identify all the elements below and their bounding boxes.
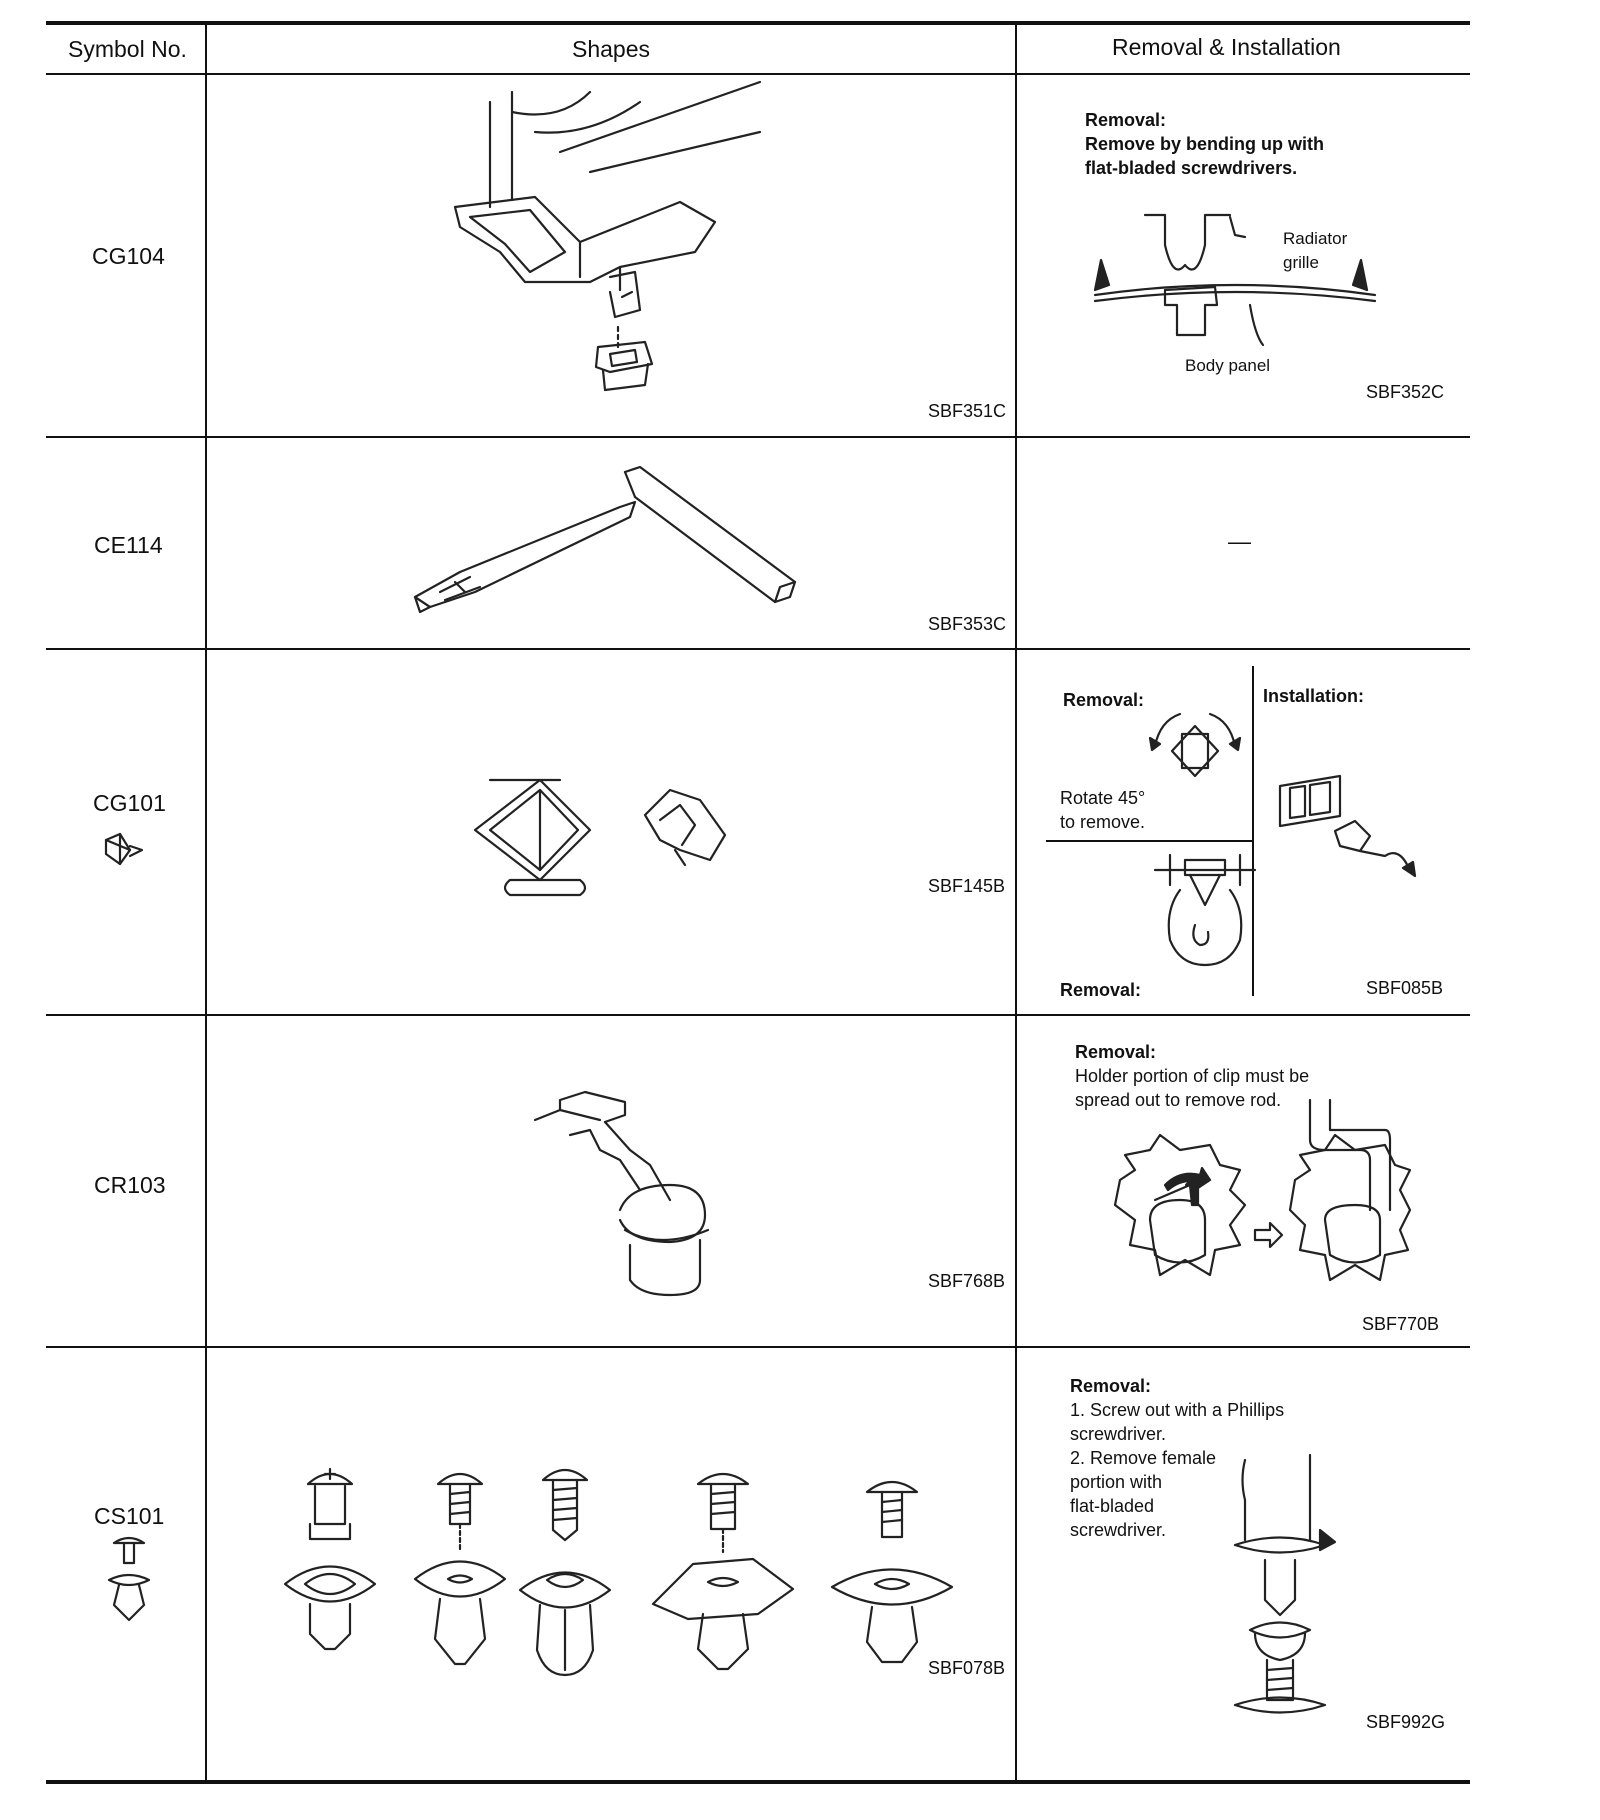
- cg101-clip-illustration: [473, 778, 727, 897]
- ce114-clip-illustration: [413, 465, 797, 614]
- cg101-rotate-diagram: [1148, 712, 1242, 778]
- removal-code-sbf085b: SBF085B: [1366, 978, 1444, 998]
- removal-code-sbf770b: SBF770B: [1362, 1314, 1440, 1334]
- cg104-removal-diagram: [1093, 213, 1377, 347]
- table-top-rule: [46, 21, 1470, 25]
- cg104-clip-illustration: [453, 80, 762, 392]
- cs101-fastener-3: [518, 1468, 612, 1677]
- shape-code-sbf145b: SBF145B: [928, 876, 1006, 896]
- symbol-cg104: CG104: [92, 243, 165, 269]
- column-divider: [1015, 21, 1017, 1784]
- cr103-removal-heading: Removal:: [1075, 1042, 1157, 1062]
- cg101-removal-pliers-diagram: [1153, 853, 1257, 967]
- label-radiator-grille: Radiator grille: [1283, 229, 1348, 272]
- cg104-removal-heading: Removal:: [1085, 110, 1167, 130]
- row-divider: [46, 436, 1470, 438]
- removal-inner-horizontal: [1046, 840, 1253, 842]
- cg101-installation-diagram: [1278, 774, 1417, 878]
- cg101-installation-heading: Installation:: [1263, 686, 1365, 706]
- symbol-ce114: CE114: [94, 532, 163, 558]
- shape-code-sbf351c: SBF351C: [928, 401, 1007, 421]
- cg101-removal-heading-2: Removal:: [1060, 980, 1142, 1000]
- shape-code-sbf768b: SBF768B: [928, 1271, 1006, 1291]
- cr103-removal-diagram: [1113, 1098, 1412, 1282]
- header-removal-installation: Removal & Installation: [1112, 34, 1341, 60]
- cs101-removal-heading: Removal:: [1070, 1376, 1152, 1396]
- cg101-symbol-icon: [104, 832, 144, 866]
- shape-code-sbf353c: SBF353C: [928, 614, 1007, 634]
- row-divider: [46, 1014, 1470, 1016]
- symbol-cs101: CS101: [94, 1503, 165, 1529]
- cs101-fastener-4: [651, 1472, 795, 1671]
- row-divider: [46, 1346, 1470, 1348]
- removal-code-sbf352c: SBF352C: [1366, 382, 1445, 402]
- column-divider: [205, 21, 207, 1784]
- symbol-cr103: CR103: [94, 1172, 166, 1198]
- removal-inner-vertical: [1252, 666, 1254, 996]
- cg101-rotate-text: Rotate 45° to remove.: [1060, 788, 1146, 832]
- cs101-screwdriver-diagram: [1233, 1453, 1337, 1714]
- cs101-removal-step-1: 1. Screw out with a Phillips screwdriver…: [1070, 1400, 1285, 1444]
- cs101-fastener-1: [283, 1467, 377, 1651]
- cr103-removal-text: Holder portion of clip must be spread ou…: [1075, 1066, 1310, 1110]
- header-symbol-no: Symbol No.: [68, 36, 187, 62]
- shape-code-sbf078b: SBF078B: [928, 1658, 1006, 1678]
- header-bottom-rule: [46, 73, 1470, 75]
- label-body-panel: Body panel: [1185, 356, 1271, 375]
- cg104-removal-text: Remove by bending up with flat-bladed sc…: [1085, 134, 1325, 178]
- removal-code-sbf992g: SBF992G: [1366, 1712, 1446, 1732]
- cg101-removal-heading: Removal:: [1063, 690, 1145, 710]
- header-shapes: Shapes: [572, 36, 651, 62]
- table-bottom-rule: [46, 1780, 1470, 1784]
- row-divider: [46, 648, 1470, 650]
- cs101-fastener-5: [830, 1480, 954, 1664]
- cs101-fastener-2: [413, 1472, 507, 1666]
- symbol-cg101: CG101: [93, 790, 166, 816]
- ce114-no-procedure-dash: —: [1228, 528, 1251, 554]
- cs101-removal-step-2: 2. Remove female portion with flat-blade…: [1070, 1448, 1217, 1540]
- cs101-symbol-icon: [107, 1536, 151, 1622]
- cr103-clip-illustration: [533, 1090, 710, 1297]
